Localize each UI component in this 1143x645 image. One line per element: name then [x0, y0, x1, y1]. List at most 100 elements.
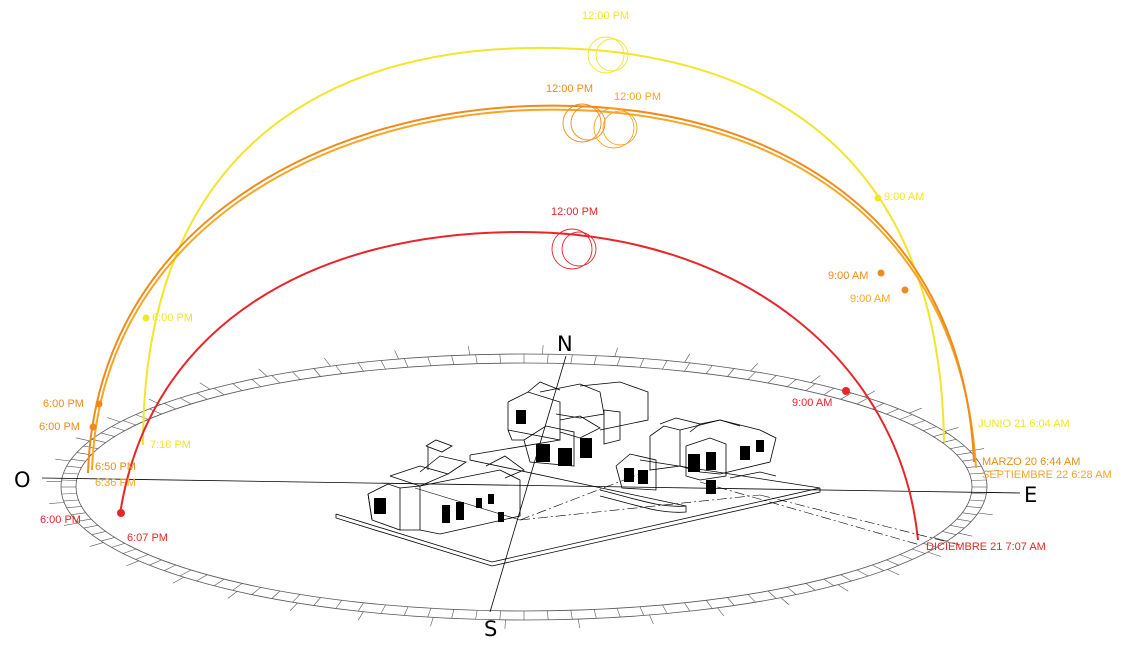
ring-tick [272, 591, 280, 599]
ring-tick [685, 363, 690, 371]
ring-tick [824, 579, 834, 586]
ring-tick-major [978, 513, 993, 515]
ring-tick [640, 607, 644, 616]
ring-tick [806, 583, 816, 590]
ring-tick [164, 565, 176, 571]
ring-tick [662, 605, 667, 614]
sun-paths [88, 48, 976, 540]
dot-sept-9am [902, 287, 909, 294]
path-septiembre [92, 110, 976, 470]
ring-tick-major [909, 408, 921, 413]
label-marzo-6pm: 6:00 PM [43, 398, 84, 410]
label-diciembre-sunrise: DICIEMBRE 21 7:07 AM [926, 541, 1046, 553]
label-junio-sunrise: JUNIO 21 6:04 AM [978, 418, 1070, 430]
ring-tick [748, 372, 756, 380]
ring-tick-major [324, 358, 330, 366]
ring-tick-major [228, 591, 237, 598]
dot-marzo-6pm [96, 401, 103, 408]
ring-tick [500, 354, 501, 363]
ring-tick [900, 415, 913, 420]
ring-tick-major [781, 598, 789, 606]
ring-tick [84, 446, 98, 449]
ring-tick-major [468, 346, 470, 355]
projection-lines [415, 470, 960, 545]
ring-tick [293, 594, 301, 602]
ring-tick [900, 555, 913, 560]
ring-tick [970, 500, 985, 501]
ring-tick [381, 361, 386, 370]
ring-tick [314, 369, 321, 377]
ring-tick [101, 537, 115, 541]
ring-tick [841, 575, 852, 581]
ring-tick [872, 565, 884, 571]
label-marzo-9am: 9:00 AM [828, 270, 868, 282]
ring-tick-major [970, 449, 984, 451]
ring-tick [962, 513, 977, 515]
ring-tick [617, 357, 620, 366]
ring-tick [233, 583, 243, 590]
sun-noon-junio [588, 37, 624, 73]
ring-tick [62, 494, 77, 495]
ring-tick [252, 587, 261, 594]
label-marzo-noon: 12:00 PM [546, 83, 593, 95]
houses-illustration [336, 382, 820, 566]
ring-tick [84, 525, 98, 528]
dot-sept-6pm [90, 424, 97, 431]
ring-tick [358, 363, 363, 371]
ring-tick-major [49, 503, 64, 504]
ring-tick-major [945, 428, 959, 432]
ring-tick-major [107, 418, 120, 422]
ring-tick [272, 376, 280, 384]
ring-tick [67, 466, 82, 467]
ring-tick-major [173, 577, 184, 583]
cardinal-labels: N S E O [14, 332, 1037, 640]
cardinal-axes [42, 356, 1020, 612]
label-diciembre-noon: 12:00 PM [551, 206, 598, 218]
ring-tick [314, 598, 321, 606]
ring-tick [92, 531, 106, 534]
ring-tick [942, 531, 956, 534]
ring-tick [950, 525, 964, 528]
ring-tick [571, 610, 573, 619]
ring-tick-major [395, 350, 399, 359]
ring-tick-major [615, 348, 618, 357]
ring-tick-major [76, 438, 90, 441]
dot-junio-9am [875, 195, 882, 202]
ring-tick-major [358, 612, 363, 621]
ring-tick [233, 384, 243, 391]
ring-tick [197, 575, 208, 581]
ring-tick [67, 506, 82, 507]
ring-tick [136, 555, 149, 560]
ring-tick [662, 361, 667, 370]
label-junio-sunset: 7:18 PM [150, 439, 191, 451]
ring-tick [336, 366, 342, 374]
label-marzo-sunrise: MARZO 20 6:44 AM [982, 456, 1080, 468]
ring-tick [336, 600, 342, 608]
ring-tick-major [430, 617, 433, 626]
ring-tick [971, 494, 986, 495]
ring-tick [404, 359, 408, 368]
ring-tick [886, 409, 898, 414]
hour-dots [90, 195, 909, 518]
ring-tick [123, 421, 136, 426]
label-diciembre-sunset: 6:07 PM [127, 532, 168, 544]
label-junio-noon: 12:00 PM [582, 10, 629, 22]
ring-tick [547, 611, 548, 620]
ring-tick [476, 355, 478, 364]
ring-tick [197, 393, 208, 399]
ring-tick [404, 607, 408, 616]
ring-tick [886, 560, 898, 565]
ring-tick [857, 398, 868, 404]
ring-tick [950, 446, 964, 449]
path-marzo [88, 106, 974, 473]
ring-tick-major [838, 585, 848, 592]
ring-tick [857, 570, 868, 576]
label-septiembre-6pm: 6:00 PM [39, 421, 80, 433]
ring-tick-major [718, 608, 724, 616]
label-marzo-sunset: 6:50 PM [95, 461, 136, 473]
ring-tick [617, 608, 620, 617]
ring-tick [594, 356, 596, 365]
label-septiembre-noon: 12:00 PM [614, 91, 661, 103]
cardinal-west: O [14, 468, 31, 492]
ring-tick [957, 519, 972, 521]
